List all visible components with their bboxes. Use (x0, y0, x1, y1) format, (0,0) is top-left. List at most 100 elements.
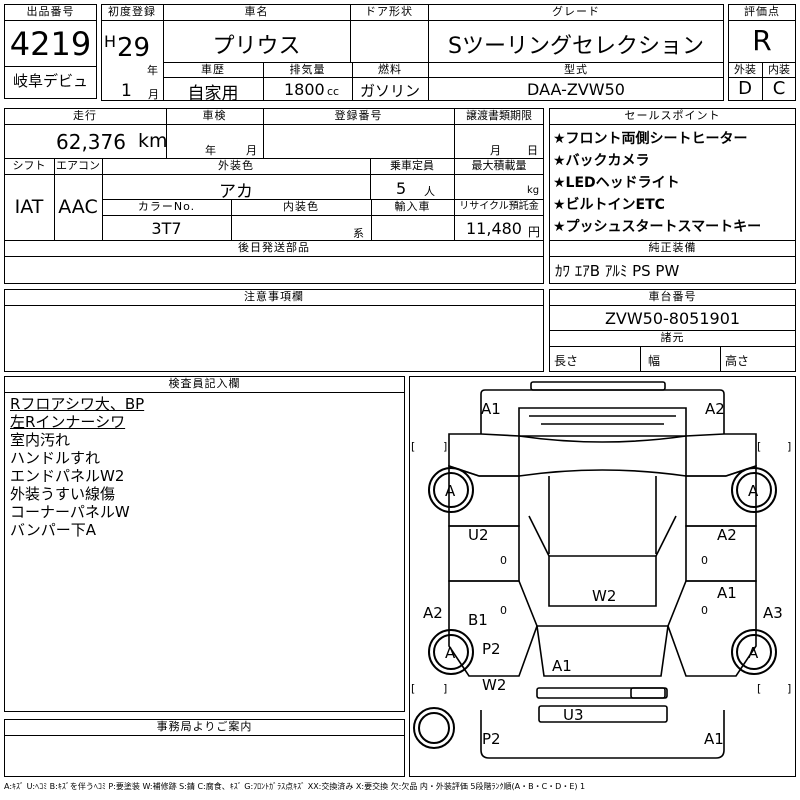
fuel-value: ガソリン (359, 82, 420, 100)
sales-point-item: ★フロント両側シートヒーター (553, 131, 748, 147)
first-reg-label: 初度登録 (108, 5, 156, 18)
inspector-label: 検査員記入欄 (168, 377, 241, 390)
mark-a2-front-right: A2 (705, 400, 725, 418)
mark-a1-right-quarter: A1 (717, 584, 737, 602)
mark-p2: P2 (482, 640, 501, 658)
inspector-line: エンドパネルW2 (10, 467, 125, 485)
bracket-right-top-l: ] (443, 440, 447, 453)
mark-tire-rl: A (445, 644, 456, 662)
exterior-label: 外装 (734, 63, 756, 76)
era-mark: H (104, 32, 117, 51)
car-damage-diagram: A1 A2 A A U2 A2 W2 A1 A2 A3 B1 A A P2 A1… (409, 376, 796, 777)
int-color-label: 内装色 (283, 200, 319, 213)
bracket-left-top-r: [ (757, 440, 761, 453)
chassis-number: ZVW50-8051901 (604, 309, 741, 328)
auction-venue: 岐阜デビュ (12, 72, 88, 90)
car-diagram-svg: A1 A2 A A U2 A2 W2 A1 A2 A3 B1 A A P2 A1… (409, 376, 796, 777)
mark-p2-bumper: P2 (482, 730, 501, 748)
inspection-month-unit: 月 (246, 144, 257, 157)
color-no-value: 3T7 (151, 219, 182, 238)
grade-value: Sツーリングセレクション (448, 34, 704, 59)
mark-a3: A3 (763, 604, 783, 622)
zero-mark: 0 (701, 604, 708, 617)
reg-month: 1 (121, 81, 132, 101)
mark-a2-left-quarter: A2 (423, 604, 443, 622)
mileage-label: 走行 (73, 109, 97, 122)
zero-mark: 0 (500, 554, 507, 567)
displacement-label: 排気量 (289, 63, 326, 76)
int-color-suffix: 系 (353, 227, 364, 240)
color-no-label: カラーNo. (137, 200, 196, 213)
capacity-value: 5 (396, 179, 407, 198)
interior-label: 内装 (768, 63, 790, 76)
equipment-value: ｶﾜ ｴｱB ｱﾙﾐ PS PW (555, 262, 680, 280)
recycle-value: 11,480 (466, 219, 522, 238)
transfer-day-unit: 日 (527, 144, 538, 157)
mileage-value: 62,376 (56, 130, 126, 154)
capacity-label: 乗車定員 (390, 159, 434, 172)
mark-b1: B1 (468, 611, 488, 629)
inspector-line: ハンドルすれ (10, 449, 101, 467)
shift-label: シフト (12, 159, 46, 172)
bracket-right-top: ] (787, 440, 791, 453)
mark-u3: U3 (563, 706, 584, 724)
damage-legend: A:ｷｽﾞ U:ﾍｺﾐ B:ｷｽﾞを伴うﾍｺﾐ P:要塗装 W:補修跡 S:錆 … (4, 782, 586, 791)
recycle-unit: 円 (528, 225, 541, 239)
mark-a2-rear-door: A2 (717, 526, 737, 544)
mark-tire-fl: A (445, 482, 456, 500)
exterior-score: D (738, 78, 752, 99)
interior-score: C (772, 78, 786, 99)
overall-score: R (752, 24, 772, 57)
history-label: 車歴 (201, 63, 225, 76)
zero-mark: 0 (500, 604, 507, 617)
inspector-line: コーナーパネルW (10, 503, 130, 521)
grade-label: グレード (552, 5, 600, 18)
year-unit: 年 (147, 64, 158, 77)
mark-tire-fr: A (748, 482, 759, 500)
sales-point-item: ★プッシュスタートスマートキー (553, 219, 762, 235)
inspection-year-unit: 年 (205, 144, 216, 157)
capacity-unit: 人 (424, 185, 435, 198)
mark-u2: U2 (468, 526, 489, 544)
max-load-label: 最大積載量 (471, 159, 527, 172)
inspection-label: 車検 (202, 109, 227, 122)
max-load-unit: kg (527, 185, 540, 196)
car-name-label: 車名 (244, 5, 269, 18)
inspector-line: 左Rインナーシワ (10, 413, 126, 431)
office-label: 事務局よりご案内 (156, 720, 253, 733)
aircon-value: AAC (58, 196, 98, 218)
displacement-unit: cc (327, 85, 340, 98)
later-parts-label: 後日発送部品 (238, 241, 310, 254)
sales-points-label: セールスポイント (624, 109, 721, 122)
mark-a1-bumper: A1 (704, 730, 724, 748)
car-name: プリウス (212, 34, 301, 59)
ext-color-label: 外装色 (218, 159, 254, 172)
door-label: ドア形状 (365, 5, 413, 18)
bracket-right-bottom: ] (787, 682, 791, 695)
inspector-line: Rフロアシワ大、BP (10, 395, 145, 413)
inspector-line: バンパー下A (10, 521, 97, 539)
mark-w2-rear: W2 (482, 676, 506, 694)
recycle-label: リサイクル預託金 (459, 201, 539, 212)
ext-color-value: アカ (219, 182, 253, 202)
reg-year: 29 (117, 33, 151, 63)
chassis-label: 車台番号 (648, 290, 697, 303)
mark-w2-roof: W2 (592, 587, 616, 605)
history-value: 自家用 (187, 84, 239, 104)
length-label: 長さ (554, 354, 579, 368)
sales-point-item: ★LEDヘッドライト (553, 175, 680, 191)
month-unit: 月 (148, 88, 159, 101)
zero-mark: 0 (701, 554, 708, 567)
score-label: 評価点 (744, 5, 780, 18)
model-value: DAA-ZVW50 (527, 80, 625, 99)
mark-a1-trunk: A1 (552, 657, 572, 675)
specs-label: 諸元 (660, 331, 685, 344)
sales-point-item: ★ビルトインETC (553, 197, 665, 213)
inspector-line: 室内汚れ (10, 431, 71, 449)
equipment-label: 純正装備 (648, 241, 697, 254)
mark-tire-rr: A (748, 644, 759, 662)
width-label: 幅 (648, 354, 661, 368)
shift-value: IAT (14, 196, 44, 218)
model-label: 型式 (564, 63, 588, 76)
transfer-month-unit: 月 (490, 144, 501, 157)
